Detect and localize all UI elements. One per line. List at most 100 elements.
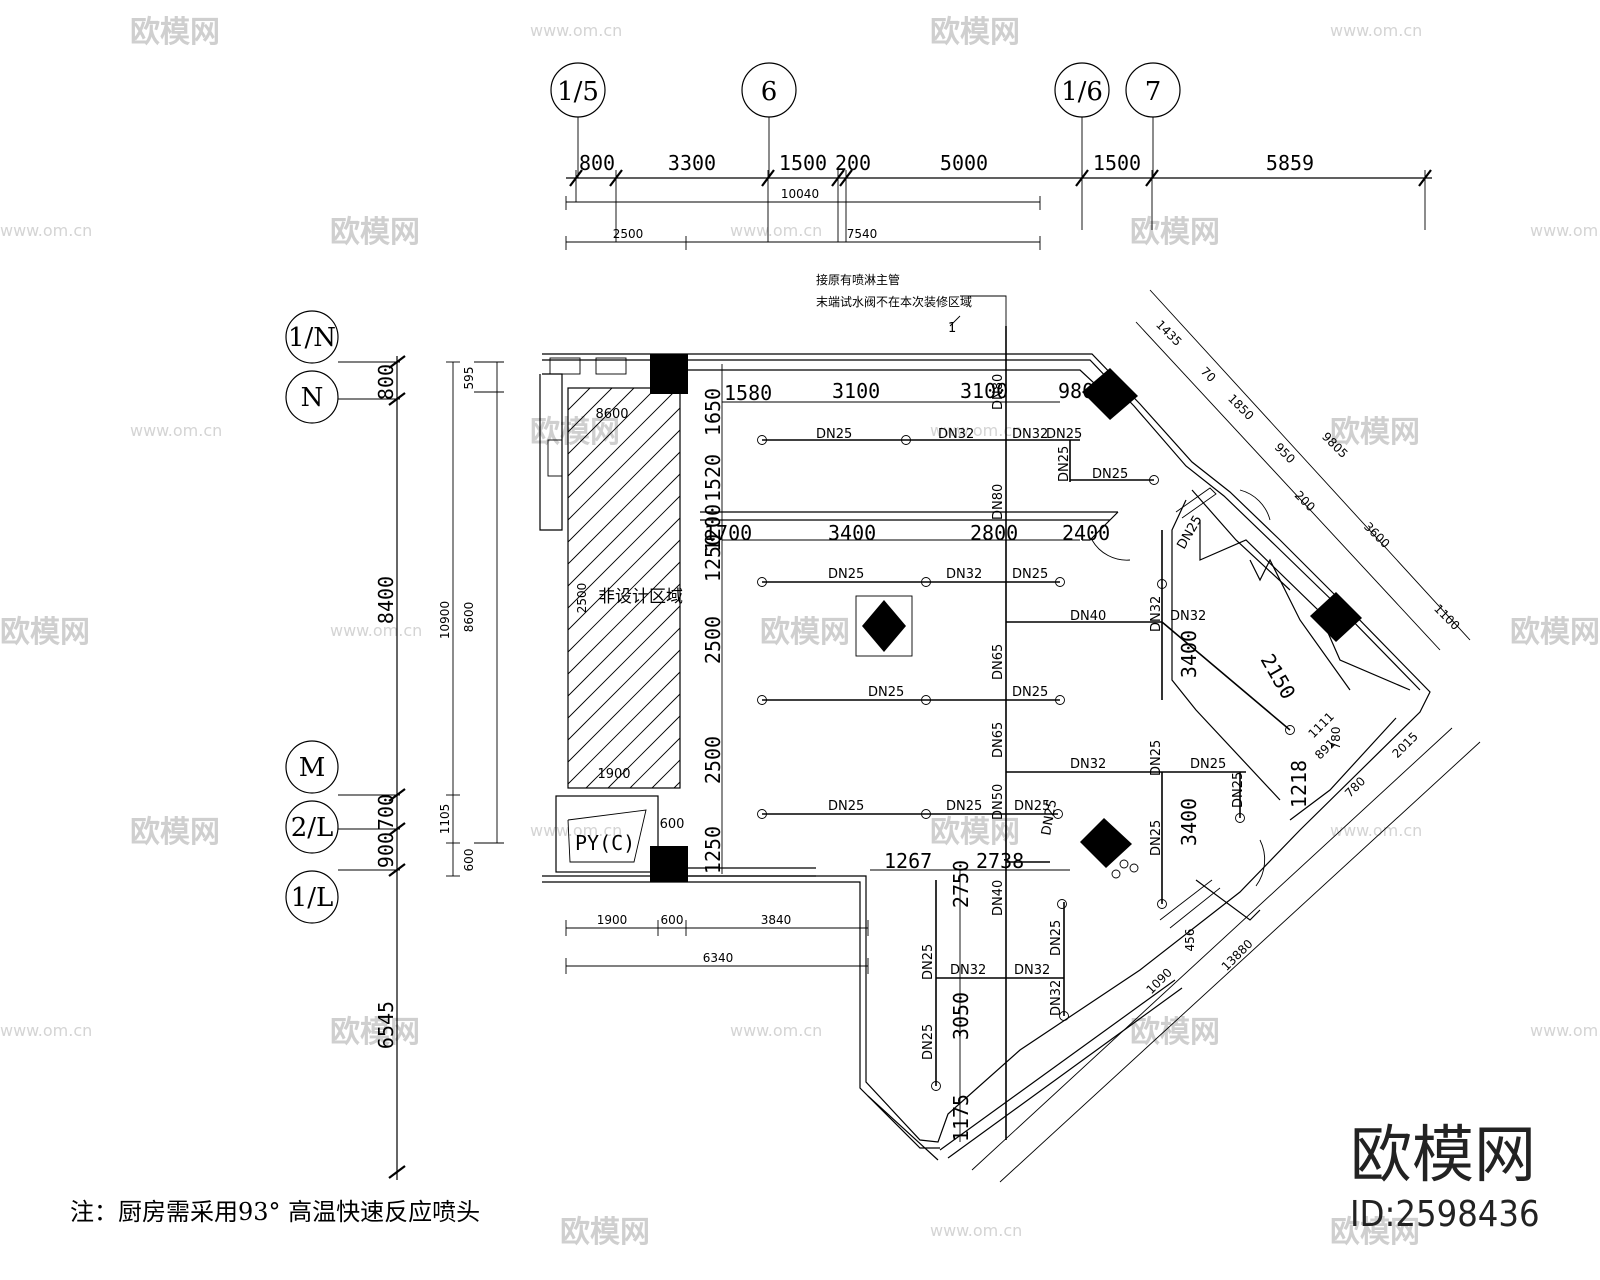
- pipe-label: DN25: [1049, 920, 1064, 956]
- dimension-text: 600: [661, 913, 684, 927]
- watermark-url: www.om.cn: [1530, 221, 1600, 240]
- pipe-label: DN25: [1231, 772, 1246, 808]
- dimension-text: 1520: [701, 454, 725, 502]
- hatch-line: [567, 387, 635, 455]
- drawing-note: 注：厨房需采用93° 高温快速反应喷头: [70, 1198, 480, 1226]
- axis-label: 1/N: [288, 323, 336, 353]
- pipe-label: DN40: [991, 880, 1006, 916]
- dimension-text: 1090: [1143, 965, 1174, 996]
- axis-label: N: [301, 383, 324, 413]
- hatch-line: [567, 451, 681, 565]
- dimension-text: 200: [835, 151, 871, 175]
- dimension-text: 700: [374, 794, 398, 830]
- dimension-text: 1200: [701, 504, 725, 552]
- dimension-text: 1218: [1287, 760, 1311, 808]
- left-dimension-col-2: 10900 1105 600: [438, 361, 476, 877]
- sprinkler-head: [757, 695, 767, 705]
- watermark-text: 欧模网: [330, 1015, 420, 1050]
- pipe-label: DN25: [946, 799, 982, 814]
- pipe-label: DN40: [1070, 609, 1106, 624]
- dimension-text: 2500: [613, 227, 644, 241]
- watermark-url: www.om.cn: [730, 1021, 822, 1040]
- sprinkler-head: [1119, 859, 1129, 869]
- dimension-text: 900: [374, 832, 398, 868]
- column-block: [650, 846, 688, 882]
- dimension-text: 980: [1058, 379, 1094, 403]
- pipe-label: DN25: [868, 685, 904, 700]
- watermark-url: www.om.cn: [0, 221, 92, 240]
- watermark-text: 欧模网: [930, 815, 1020, 850]
- watermark-text: 欧模网: [1130, 1015, 1220, 1050]
- sprinkler-heads: [757, 435, 1295, 1091]
- hatch-line: [567, 649, 681, 763]
- pipe-labels: DN25 DN32 DN32 DN25 DN25 DN25 DN25 DN32 …: [816, 374, 1246, 1060]
- dimension-text: 5000: [940, 151, 988, 175]
- sprinkler-head: [1055, 577, 1065, 587]
- dimension-text: 1900: [597, 767, 630, 782]
- pipe-label: DN50: [991, 784, 1006, 820]
- dimension-text: 3300: [668, 151, 716, 175]
- axis-bubble: [285, 310, 339, 364]
- pipe-label: DN32: [950, 963, 986, 978]
- dimension-text: 1500: [779, 151, 827, 175]
- sprinkler-head: [921, 809, 931, 819]
- dimension-text: 7540: [847, 227, 878, 241]
- dimension-text: 1175: [949, 1094, 973, 1142]
- dimension-text: 2015: [1389, 729, 1420, 760]
- hatched-area: [567, 387, 681, 789]
- watermark-text: 欧模网: [930, 15, 1020, 50]
- watermark-url: www.om.cn: [730, 221, 822, 240]
- pipe-label: DN32: [938, 427, 974, 442]
- top-axis-bubbles: 1/5 6 1/6 7: [550, 62, 1181, 178]
- dimension-text: 800: [579, 151, 615, 175]
- dimension-text: 3400: [1177, 630, 1201, 678]
- dimension-text: 2500: [701, 616, 725, 664]
- axis-label: 2/L: [291, 813, 334, 843]
- building-outline: [542, 353, 1431, 1161]
- columns-right: [855, 368, 1362, 868]
- watermark-text: 欧模网: [1510, 615, 1600, 650]
- axis-bubble: [285, 870, 339, 924]
- dimension-text: 3840: [761, 913, 792, 927]
- sprinkler-head: [1057, 899, 1067, 909]
- sprinkler-head: [901, 435, 911, 445]
- column-block: [650, 354, 688, 394]
- watermark-url: www.om.cn: [1330, 821, 1422, 840]
- watermark-url: www.om.cn: [930, 421, 1022, 440]
- top-dimension-row-1: 800 3300 1500 200 5000 1500 5859: [566, 151, 1432, 242]
- dimension-text: 1250: [701, 826, 725, 874]
- pipe-label: DN25: [1014, 799, 1050, 814]
- watermark-text: 欧模网: [1330, 415, 1420, 450]
- left-dimension-col-3: 595 8600: [462, 361, 504, 844]
- dimension-text: 3400: [828, 521, 876, 545]
- watermark-url: www.om.cn: [1530, 1021, 1600, 1040]
- dimension-text: 600: [462, 849, 476, 872]
- pipe-label: DN25: [1012, 567, 1048, 582]
- pipe-label: DN80: [991, 484, 1006, 520]
- site-logo: 欧模网 ID:2598436: [1350, 1118, 1540, 1235]
- dimension-text: 2400: [1062, 521, 1110, 545]
- dimension-text: 456: [1183, 929, 1197, 952]
- dimension-text: 2800: [970, 521, 1018, 545]
- dimension-text: 2738: [976, 849, 1024, 873]
- dimension-text: 8600: [595, 407, 628, 422]
- dimension-text: 5859: [1266, 151, 1314, 175]
- watermark-url: www.om.cn: [530, 821, 622, 840]
- pipe-label: DN65: [991, 644, 1006, 680]
- logo-id: ID:2598436: [1350, 1194, 1540, 1235]
- dimension-text: 600: [660, 817, 685, 832]
- sprinkler-head: [757, 809, 767, 819]
- dimension-text: 8400: [374, 576, 398, 624]
- sprinkler-head: [1157, 899, 1167, 909]
- annotation-line-2: 末端试水阀不在本次装修区域: [816, 294, 972, 309]
- watermark-text: 欧模网: [0, 615, 90, 650]
- dimension-text: 1650: [701, 388, 725, 436]
- sprinkler-head: [1285, 725, 1295, 735]
- axis-label: 1/L: [291, 883, 334, 913]
- pipe-label: DN32: [946, 567, 982, 582]
- dimension-text: 10900: [438, 601, 452, 639]
- non-design-zone: 8600 2500 非设计区域 1900 600 PY(C): [539, 354, 688, 882]
- sprinkler-head: [1235, 813, 1245, 823]
- pipe-label: DN25: [828, 799, 864, 814]
